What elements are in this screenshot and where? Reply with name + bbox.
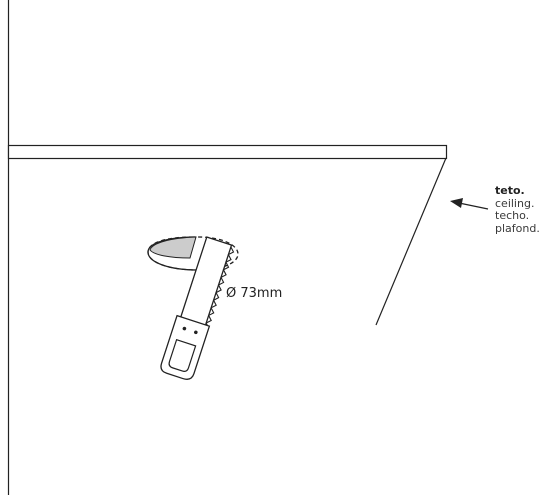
hole-saw-icon — [160, 236, 235, 380]
label-techo: techo. — [495, 209, 530, 222]
cut-section — [149, 236, 197, 259]
arrow-icon — [450, 198, 489, 210]
label-plafond: plafond. — [495, 221, 540, 235]
label-ceiling: ceiling. — [495, 196, 535, 210]
diameter-label: Ø 73mm — [226, 286, 283, 301]
label-teto: teto. — [495, 184, 525, 197]
ceiling-edge-line — [375, 157, 447, 326]
ceiling-label: teto. ceiling. techo. plafond. — [495, 184, 540, 235]
ceiling-slab — [7, 144, 448, 160]
